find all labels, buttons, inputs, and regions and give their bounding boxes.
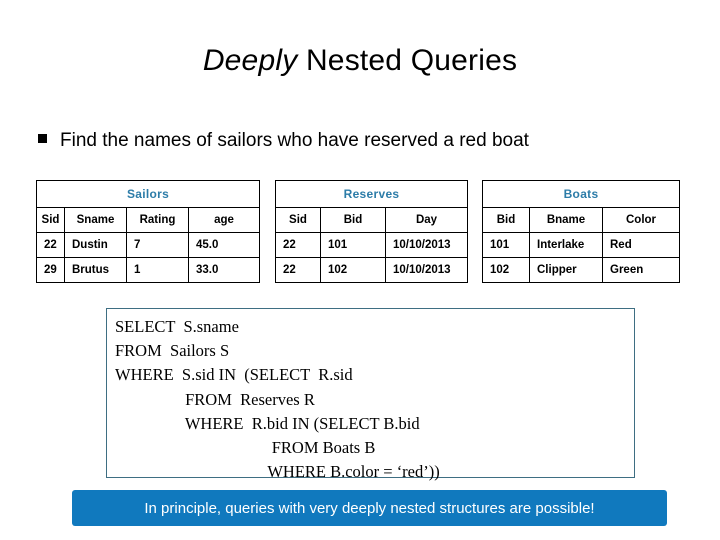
- boats-table-caption: Boats: [481, 180, 681, 208]
- square-bullet-icon: [38, 134, 47, 143]
- table-row: 22 Dustin 7 45.0: [36, 232, 260, 258]
- table-row: 22 102 10/10/2013: [275, 257, 469, 283]
- page-title: Deeply Nested Queries: [0, 44, 720, 78]
- cell-sid: 22: [275, 232, 321, 258]
- cell-bid: 102: [482, 257, 530, 283]
- summary-banner-label: In principle, queries with very deeply n…: [144, 499, 595, 517]
- column-header-bname: Bname: [529, 207, 603, 233]
- column-header-sname: Sname: [64, 207, 127, 233]
- cell-color: Green: [601, 257, 681, 283]
- cell-day: 10/10/2013: [384, 257, 469, 283]
- column-header-sid: Sid: [275, 207, 321, 233]
- summary-banner: In principle, queries with very deeply n…: [72, 490, 667, 526]
- column-header-rating: Rating: [126, 207, 189, 233]
- column-header-sid: Sid: [36, 207, 65, 233]
- boats-table: Boats Bid Bname Color 101 Interlake Red …: [481, 180, 681, 283]
- page-title-emphasis: Deeply: [202, 44, 298, 77]
- cell-sid: 29: [36, 257, 65, 283]
- cell-age: 33.0: [188, 257, 260, 283]
- table-row: 29 Brutus 1 33.0: [36, 257, 260, 283]
- bullet-item: Find the names of sailors who have reser…: [38, 130, 529, 152]
- column-header-color: Color: [601, 207, 681, 233]
- cell-bid: 102: [320, 257, 386, 283]
- cell-color: Red: [601, 232, 681, 258]
- page-title-rest: Nested Queries: [297, 44, 518, 77]
- bullet-item-label: Find the names of sailors who have reser…: [60, 130, 529, 151]
- cell-age: 45.0: [188, 232, 260, 258]
- cell-rating: 7: [126, 232, 189, 258]
- cell-day: 10/10/2013: [384, 232, 469, 258]
- sql-query-text: SELECT S.sname FROM Sailors S WHERE S.si…: [115, 317, 440, 482]
- sailors-table-caption: Sailors: [36, 180, 260, 208]
- cell-sid: 22: [275, 257, 321, 283]
- column-header-age: age: [188, 207, 260, 233]
- table-header-row: Sid Sname Rating age: [36, 207, 260, 233]
- reserves-table-caption: Reserves: [274, 180, 469, 208]
- cell-bname: Interlake: [529, 232, 603, 258]
- sql-query-box: SELECT S.sname FROM Sailors S WHERE S.si…: [106, 308, 635, 481]
- cell-sid: 22: [36, 232, 65, 258]
- column-header-day: Day: [384, 207, 469, 233]
- column-header-bid: Bid: [320, 207, 386, 233]
- cell-sname: Dustin: [64, 232, 127, 258]
- table-row: 102 Clipper Green: [482, 257, 681, 283]
- cell-bid: 101: [482, 232, 530, 258]
- table-row: 101 Interlake Red: [482, 232, 681, 258]
- table-row: 22 101 10/10/2013: [275, 232, 469, 258]
- cell-bname: Clipper: [529, 257, 603, 283]
- sailors-table: Sailors Sid Sname Rating age 22 Dustin 7…: [36, 180, 260, 283]
- reserves-table: Reserves Sid Bid Day 22 101 10/10/2013 2…: [274, 180, 469, 283]
- table-header-row: Bid Bname Color: [482, 207, 681, 233]
- cell-rating: 1: [126, 257, 189, 283]
- cell-bid: 101: [320, 232, 386, 258]
- column-header-bid: Bid: [482, 207, 530, 233]
- cell-sname: Brutus: [64, 257, 127, 283]
- table-header-row: Sid Bid Day: [275, 207, 469, 233]
- table-caption-row: Reserves: [274, 180, 469, 208]
- table-caption-row: Sailors: [36, 180, 260, 208]
- table-caption-row: Boats: [481, 180, 681, 208]
